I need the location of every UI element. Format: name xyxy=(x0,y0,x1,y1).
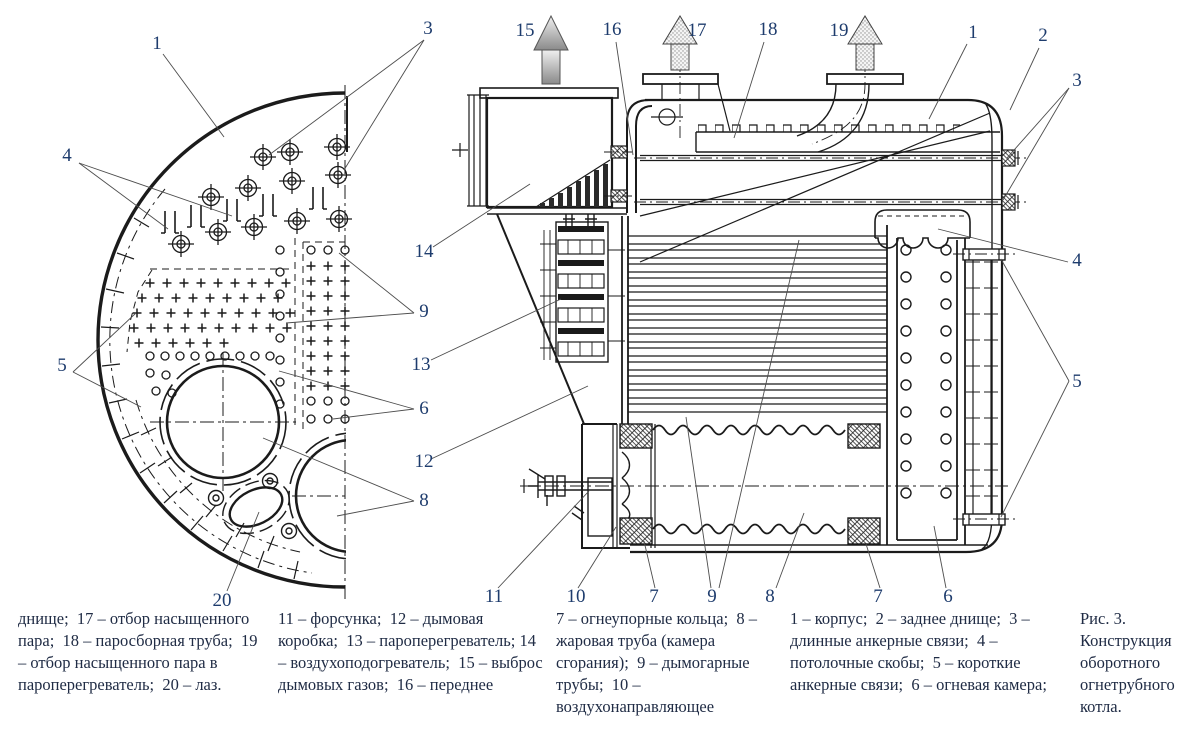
end-view-drawing xyxy=(96,85,353,600)
callout-number: 3 xyxy=(423,18,433,39)
leader-lines xyxy=(72,39,1070,592)
furnace-tube-opening-2 xyxy=(288,432,346,560)
stay-tube-field xyxy=(128,245,351,424)
callout-number: 12 xyxy=(414,451,434,472)
callout-number: 5 xyxy=(57,355,67,376)
callout-number: 5 xyxy=(1072,371,1082,392)
caption-column-2: 11 – форсунка; 12 – дымовая коробка; 13 … xyxy=(278,609,547,694)
up-arrow-gas-exhaust-icon xyxy=(533,14,569,85)
short-anchor-stays xyxy=(953,248,1016,526)
callout-number: 1 xyxy=(152,33,162,54)
callout-number: 20 xyxy=(212,590,232,611)
caption-column-1: днище; 17 – отбор насыщенного пара; 18 –… xyxy=(18,609,262,694)
furnace-tube-opening-1 xyxy=(150,352,296,496)
superheater xyxy=(540,214,625,363)
caption-column-3: 7 – огнеупорные кольца; 8 – жаровая труб… xyxy=(556,609,758,722)
stay-bolt-ends xyxy=(900,244,952,499)
callout-number: 9 xyxy=(707,586,717,607)
callout-number: 17 xyxy=(687,20,707,41)
manhole-oval xyxy=(222,479,290,535)
up-arrow-steam-outlet-icon xyxy=(662,15,698,71)
callout-number: 6 xyxy=(943,586,953,607)
steam-collecting-pipe xyxy=(695,124,1000,153)
callout-number: 1 xyxy=(968,22,978,43)
callout-number: 3 xyxy=(1072,70,1082,91)
callout-number: 8 xyxy=(765,586,775,607)
callout-number: 9 xyxy=(419,301,429,322)
callout-number: 7 xyxy=(873,586,883,607)
callout-number: 11 xyxy=(484,586,504,607)
callout-number: 19 xyxy=(829,20,849,41)
callout-number: 13 xyxy=(411,354,431,375)
air-heater-bars xyxy=(535,159,611,208)
callout-number: 18 xyxy=(758,19,778,40)
figure-caption-title: Рис. 3. Конструкция оборотного огнетрубн… xyxy=(1080,609,1179,716)
callout-number: 15 xyxy=(515,20,535,41)
callout-number: 10 xyxy=(566,586,586,607)
up-arrow-steam-superheater-icon xyxy=(847,15,883,71)
callout-number: 4 xyxy=(1072,250,1082,271)
callout-number: 6 xyxy=(419,398,429,419)
callout-number: 2 xyxy=(1038,25,1048,46)
callout-number: 16 xyxy=(602,19,622,40)
callout-number: 4 xyxy=(62,145,72,166)
fire-tubes xyxy=(628,235,887,413)
side-section-drawing xyxy=(452,16,1030,554)
callout-number: 14 xyxy=(414,241,434,262)
callout-number: 7 xyxy=(649,586,659,607)
furnace-tube-wavy xyxy=(652,424,846,436)
caption-column-4: 1 – корпус; 2 – заднее днище; 3 – длинны… xyxy=(790,609,1047,694)
callout-number: 8 xyxy=(419,490,429,511)
